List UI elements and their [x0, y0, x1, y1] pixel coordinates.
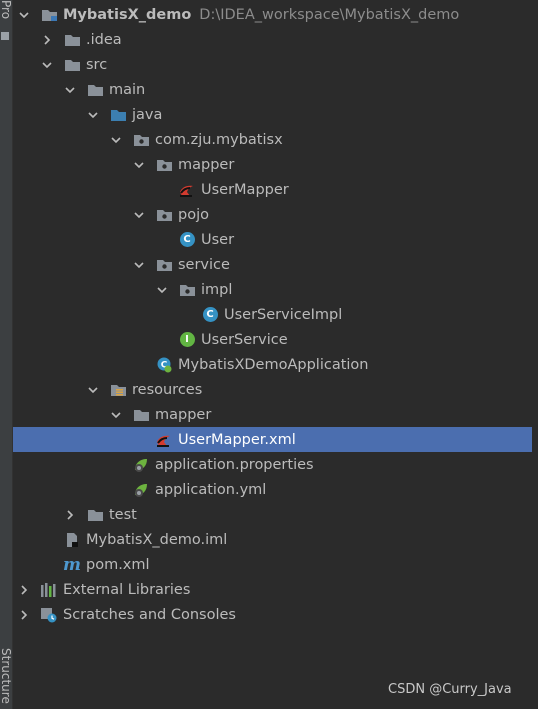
class-icon: C	[178, 232, 196, 248]
interface-icon: I	[178, 332, 196, 348]
folder-icon	[63, 32, 81, 48]
tree-row[interactable]: mapper	[13, 152, 532, 177]
spring-leaf-icon	[132, 457, 150, 473]
chevron-down-icon[interactable]	[133, 259, 145, 271]
tree-item-label: resources	[132, 381, 203, 398]
tree-row[interactable]: mapper	[13, 402, 532, 427]
tree-item-label: main	[109, 81, 146, 98]
tree-item-label: UserMapper.xml	[178, 431, 296, 448]
tree-row[interactable]: service	[13, 252, 532, 277]
mybatis-bird-icon	[155, 432, 173, 448]
tree-row[interactable]: .idea	[13, 27, 532, 52]
tree-item-label: MybatisX_demo	[63, 6, 192, 23]
tree-item-label: User	[201, 231, 235, 248]
tree-item-label: UserService	[201, 331, 288, 348]
tree-row[interactable]: application.properties	[13, 452, 532, 477]
maven-icon: m	[63, 554, 81, 575]
scratches-icon	[40, 607, 58, 623]
tree-item-label: MybatisXDemoApplication	[178, 356, 369, 373]
chevron-down-icon[interactable]	[41, 59, 53, 71]
project-tool-tab[interactable]: Pro	[0, 0, 13, 20]
tree-row[interactable]: Scratches and Consoles	[13, 602, 532, 627]
resources-folder-icon	[109, 382, 127, 398]
tree-row[interactable]: MybatisX_demo D:\IDEA_workspace\MybatisX_…	[13, 2, 532, 27]
chevron-down-icon[interactable]	[110, 409, 122, 421]
package-icon	[178, 282, 196, 298]
tree-item-label: UserServiceImpl	[224, 306, 343, 323]
tree-row[interactable]: pojo	[13, 202, 532, 227]
project-tool-strip[interactable]: Pro Structure	[0, 0, 13, 709]
chevron-down-icon[interactable]	[110, 134, 122, 146]
tree-row[interactable]: UserMapper.xml	[13, 427, 532, 452]
tree-item-label: pom.xml	[86, 556, 150, 573]
tree-row[interactable]: application.yml	[13, 477, 532, 502]
package-icon	[132, 132, 150, 148]
package-icon	[155, 157, 173, 173]
tree-item-label: test	[109, 506, 137, 523]
tree-item-label: pojo	[178, 206, 209, 223]
tree-row[interactable]: main	[13, 77, 532, 102]
tree-item-label: MybatisX_demo.iml	[86, 531, 228, 548]
tree-row[interactable]: test	[13, 502, 532, 527]
chevron-down-icon[interactable]	[64, 84, 76, 96]
tree-row[interactable]: java	[13, 102, 532, 127]
chevron-right-icon[interactable]	[18, 609, 30, 621]
chevron-down-icon[interactable]	[133, 159, 145, 171]
tree-row[interactable]: C User	[13, 227, 532, 252]
class-icon: C	[201, 307, 219, 323]
tree-row[interactable]: com.zju.mybatisx	[13, 127, 532, 152]
tree-item-label: java	[132, 106, 163, 123]
tree-row[interactable]: src	[13, 52, 532, 77]
module-folder-icon	[40, 7, 58, 23]
tree-row[interactable]: C UserServiceImpl	[13, 302, 532, 327]
spring-leaf-icon	[132, 482, 150, 498]
chevron-down-icon[interactable]	[156, 284, 168, 296]
tree-row[interactable]: External Libraries	[13, 577, 532, 602]
tree-row[interactable]: I UserService	[13, 327, 532, 352]
chevron-down-icon[interactable]	[133, 209, 145, 221]
tree-item-label: mapper	[178, 156, 235, 173]
folder-icon	[63, 57, 81, 73]
iml-file-icon	[63, 532, 81, 548]
chevron-right-icon[interactable]	[41, 34, 53, 46]
package-icon	[155, 257, 173, 273]
tree-item-label: impl	[201, 281, 233, 298]
project-tool-icon	[1, 32, 9, 40]
watermark: CSDN @Curry_Java	[388, 682, 512, 697]
svg-text:C: C	[161, 360, 168, 370]
tree-row[interactable]: impl	[13, 277, 532, 302]
source-folder-icon	[109, 107, 127, 123]
tree-item-label: mapper	[155, 406, 212, 423]
tree-item-label: service	[178, 256, 230, 273]
tree-item-label: Scratches and Consoles	[63, 606, 236, 623]
spring-boot-class-icon: C	[155, 357, 173, 373]
tree-item-label: .idea	[86, 31, 122, 48]
tree-row[interactable]: UserMapper	[13, 177, 532, 202]
structure-tool-tab[interactable]: Structure	[0, 648, 13, 704]
mybatis-bird-icon	[178, 182, 196, 198]
folder-icon	[86, 507, 104, 523]
chevron-down-icon[interactable]	[87, 384, 99, 396]
tree-item-label: src	[86, 56, 108, 73]
tree-row[interactable]: MybatisX_demo.iml	[13, 527, 532, 552]
folder-icon	[132, 407, 150, 423]
tree-item-label: application.properties	[155, 456, 314, 473]
tree-item-label: com.zju.mybatisx	[155, 131, 283, 148]
project-path: D:\IDEA_workspace\MybatisX_demo	[199, 6, 460, 23]
chevron-right-icon[interactable]	[64, 509, 76, 521]
tree-item-label: External Libraries	[63, 581, 191, 598]
folder-icon	[86, 82, 104, 98]
tree-item-label: application.yml	[155, 481, 267, 498]
tree-row[interactable]: m pom.xml	[13, 552, 532, 577]
chevron-down-icon[interactable]	[18, 9, 30, 21]
libraries-icon	[40, 582, 58, 598]
tree-row[interactable]: resources	[13, 377, 532, 402]
chevron-down-icon[interactable]	[87, 109, 99, 121]
package-icon	[155, 207, 173, 223]
chevron-right-icon[interactable]	[18, 584, 30, 596]
tree-row[interactable]: C MybatisXDemoApplication	[13, 352, 532, 377]
tree-item-label: UserMapper	[201, 181, 289, 198]
